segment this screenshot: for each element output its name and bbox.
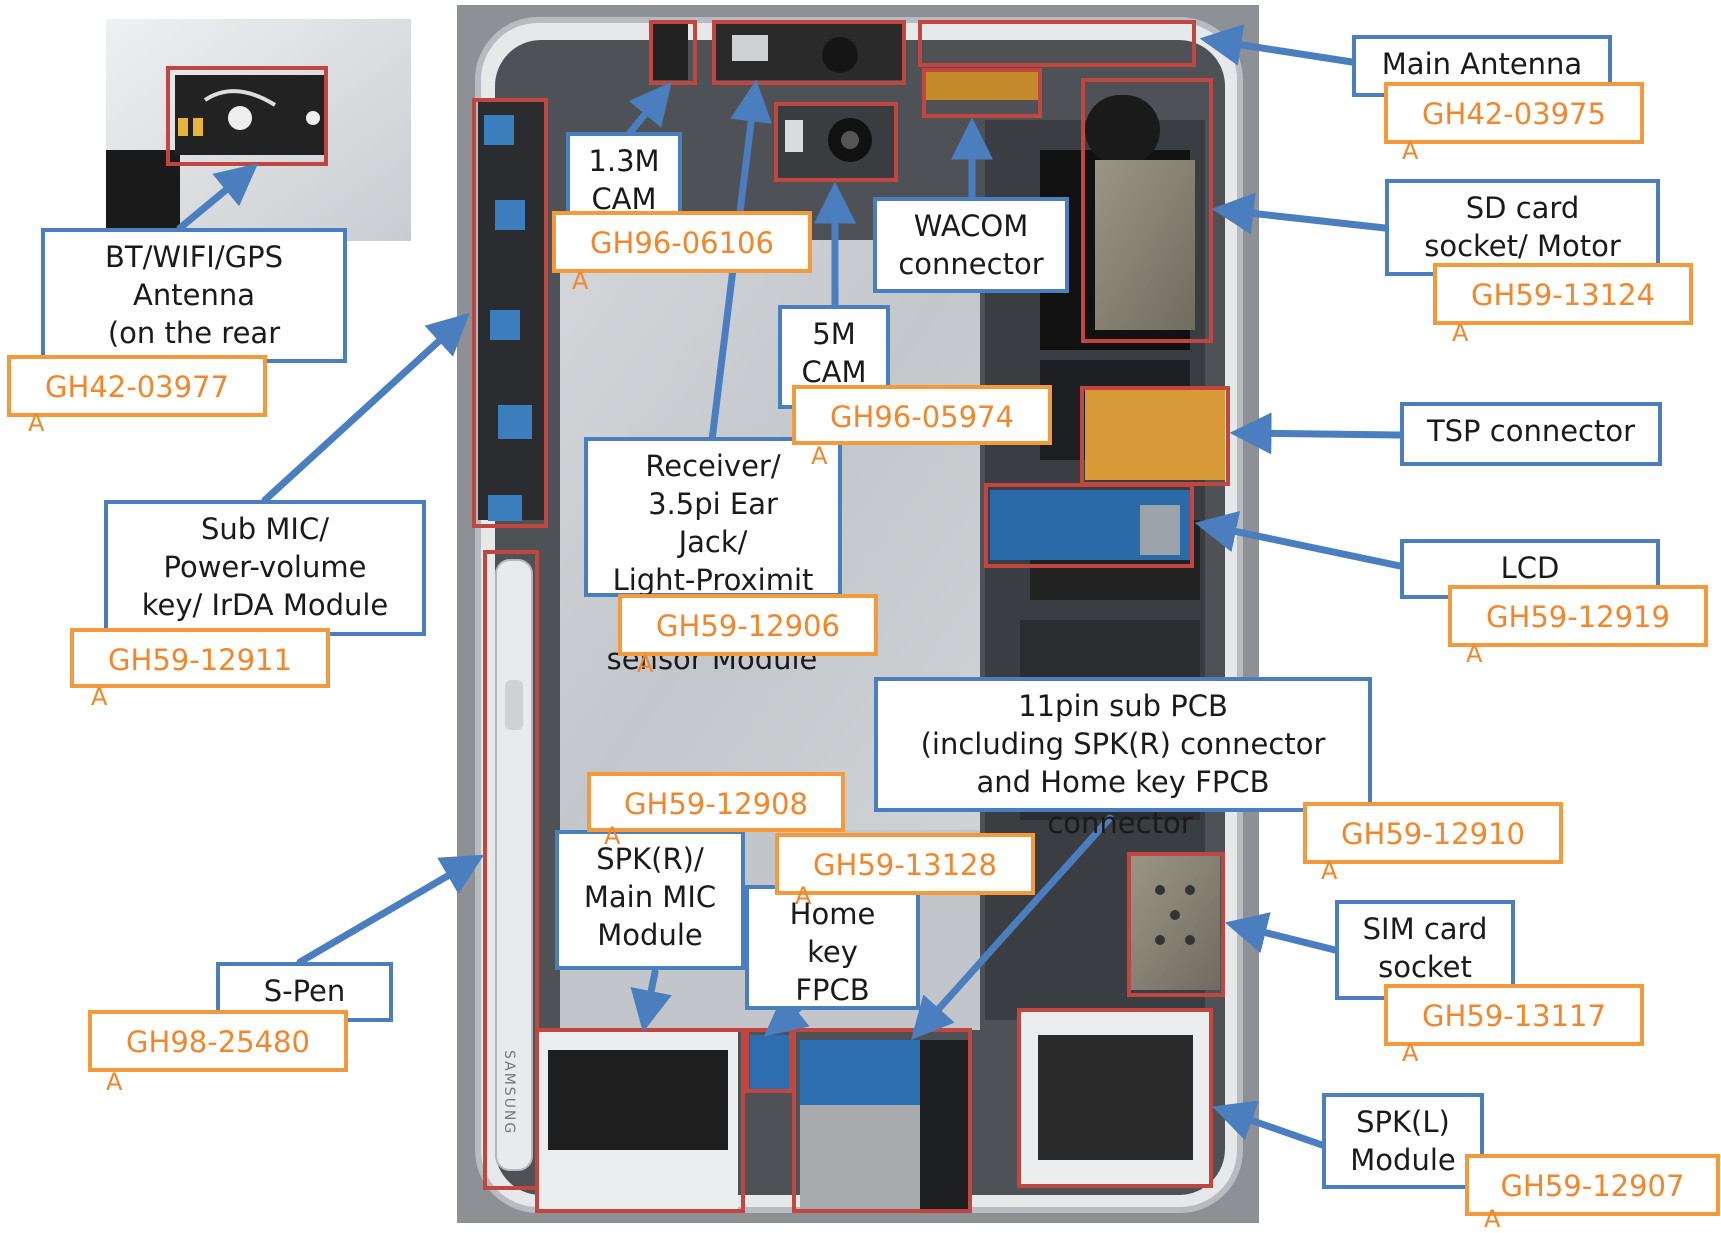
part-spk-r: GH59-12908: [587, 772, 845, 832]
label-spk-r: SPK(R)/ Main MIC Module: [555, 830, 745, 970]
label-sub-mic: Sub MIC/ Power-volume key/ IrDA Module: [104, 500, 426, 636]
part-main-antenna: GH42-03975: [1384, 82, 1644, 144]
arrow-spen: [300, 860, 475, 962]
arrow-tsp: [1240, 433, 1400, 435]
label-wacom: WACOM connector: [873, 197, 1069, 293]
part-sd-card: GH59-13124: [1433, 263, 1693, 325]
arrow-spk-l: [1222, 1110, 1322, 1145]
suffix-bt-wifi-gps: A: [28, 410, 44, 436]
label-spk-l: SPK(L) Module: [1322, 1093, 1484, 1189]
arrow-lcd: [1205, 525, 1400, 566]
suffix-sub-pcb: A: [1321, 858, 1337, 884]
part-home-key: GH59-13128: [775, 833, 1035, 895]
arrow-spk-r: [645, 972, 655, 1022]
part-spk-l: GH59-12907: [1465, 1154, 1720, 1216]
suffix-spk-r: A: [604, 823, 620, 849]
suffix-receiver: A: [637, 651, 653, 677]
suffix-sub-mic: A: [91, 684, 107, 710]
part-cam13: GH96-06106: [552, 211, 812, 273]
part-sub-pcb: GH59-12910: [1303, 802, 1563, 864]
suffix-home-key: A: [795, 883, 811, 909]
label-sd-card: SD card socket/ Motor: [1385, 179, 1660, 276]
part-sub-mic: GH59-12911: [70, 628, 330, 688]
part-bt-wifi-gps: GH42-03977: [7, 355, 267, 417]
arrow-cam13: [628, 90, 665, 135]
suffix-spen: A: [106, 1069, 122, 1095]
part-cam5: GH96-05974: [792, 385, 1052, 445]
suffix-cam13: A: [572, 268, 588, 294]
label-home-key: Home key FPCB: [745, 885, 920, 1010]
arrow-sim: [1235, 925, 1335, 950]
suffix-main-antenna: A: [1402, 138, 1418, 164]
arrow-bt-wifi-gps: [180, 170, 250, 228]
suffix-lcd: A: [1466, 641, 1482, 667]
suffix-sim: A: [1402, 1040, 1418, 1066]
part-lcd: GH59-12919: [1448, 585, 1708, 647]
suffix-spk-l: A: [1484, 1206, 1500, 1232]
label-tsp: TSP connector: [1400, 402, 1662, 466]
label-sub-pcb: 11pin sub PCB (including SPK(R) connecto…: [874, 677, 1372, 812]
arrow-main-antenna: [1210, 40, 1352, 62]
suffix-sd-card: A: [1452, 320, 1468, 346]
part-spen: GH98-25480: [88, 1010, 348, 1072]
part-receiver: GH59-12906: [618, 594, 878, 656]
suffix-cam5: A: [811, 443, 827, 469]
label-receiver: Receiver/ 3.5pi Ear Jack/ Light-Proximit: [584, 437, 842, 597]
arrow-sd-card: [1222, 210, 1385, 228]
part-sim: GH59-13117: [1384, 984, 1644, 1046]
label-bt-wifi-gps: BT/WIFI/GPS Antenna (on the rear: [41, 228, 347, 363]
